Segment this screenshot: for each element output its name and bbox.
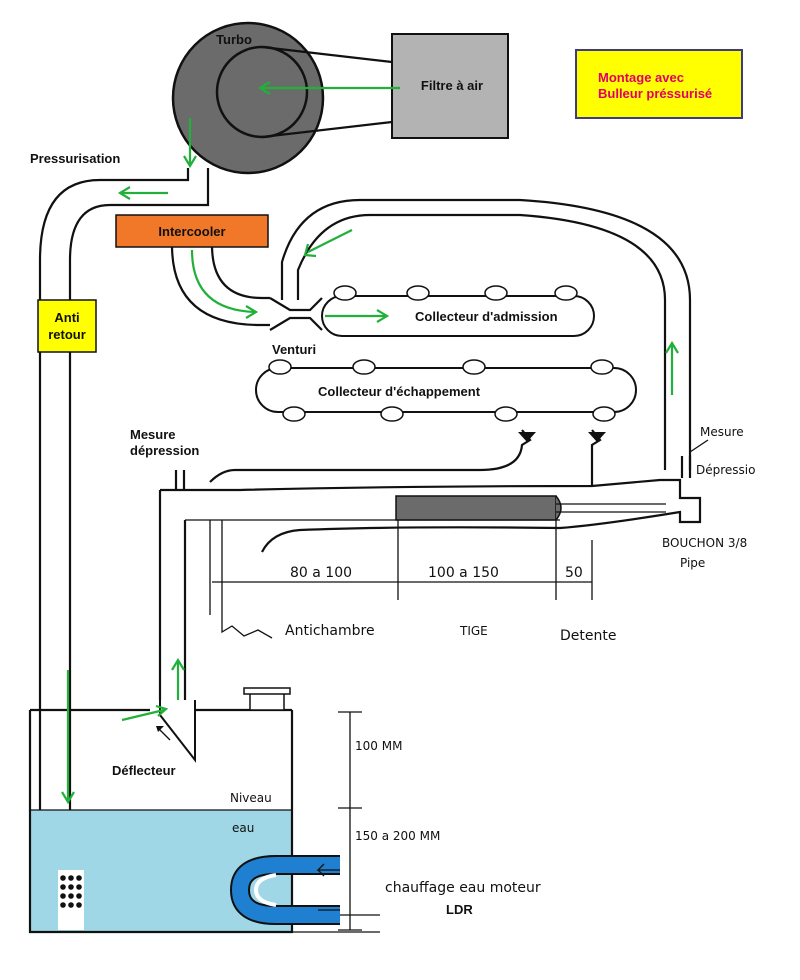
intercooler: Intercooler [115,214,269,248]
flow-arrows [61,81,679,805]
note-line-2: Bulleur préssurisé [598,86,712,101]
anti-return-line-1: Anti [54,310,79,325]
anti-return-valve: Anti retour [37,299,97,353]
dimension-100-150: 100 a 150 [428,565,499,581]
dimension-100mm: 100 MM [355,739,402,753]
plug-label-line-1: BOUCHON 3/8 [662,536,747,550]
anti-return-line-2: retour [48,327,86,342]
note-box: Montage avec Bulleur préssurisé [575,49,743,119]
ldr-label: LDR [446,902,473,917]
vacuum-measure-line-2: dépression [130,443,199,458]
exhaust-pipes [209,429,606,485]
air-filter-label: Filtre à air [421,78,483,93]
plug-label-line-2: Pipe [680,556,705,570]
deflector: Déflecteur [112,700,196,778]
exhaust-manifold: Collecteur d'échappement [255,359,637,422]
dimension-lines: 80 a 100 100 a 150 50 Antichambre TIGE D… [212,520,616,644]
turbo: Turbo [171,21,393,175]
pressurisation-label: Pressurisation [30,151,120,166]
right-measure: Mesure Dépressio BOUCHON 3/8 Pipe [662,425,755,570]
intake-manifold-label: Collecteur d'admission [415,309,558,324]
turbo-label: Turbo [216,32,252,47]
deflector-label: Déflecteur [112,763,176,778]
dimension-50: 50 [565,565,583,581]
air-filter: Filtre à air [391,33,509,139]
dimension-80-100: 80 a 100 [290,565,352,581]
intake-manifold: Collecteur d'admission [321,285,595,337]
right-measure-label: Mesure [700,425,744,439]
intercooler-pipe [170,244,270,327]
right-vacuum-label: Dépressio [696,463,755,477]
antichamber-label: Antichambre [285,623,375,639]
antichamber [209,520,273,639]
water-label: eau [232,821,254,835]
expansion-label: Detente [560,628,616,644]
rod-label: TIGE [459,624,488,638]
diffuser [58,870,84,930]
main-line [160,478,702,553]
venturi-label: Venturi [272,342,316,357]
intercooler-label: Intercooler [158,224,225,239]
dimension-150-200mm: 150 a 200 MM [355,829,440,843]
level-label: Niveau [230,791,272,805]
return-loop [280,198,692,470]
tank-dimensions: 100 MM 150 a 200 MM [338,711,440,931]
vacuum-measure-line-1: Mesure [130,427,176,442]
heater-coil: chauffage eau moteur LDR [229,855,541,925]
venturi: Venturi [269,297,323,357]
exhaust-manifold-label: Collecteur d'échappement [318,384,481,399]
heater-label: chauffage eau moteur [385,880,541,896]
note-line-1: Montage avec [598,70,684,85]
